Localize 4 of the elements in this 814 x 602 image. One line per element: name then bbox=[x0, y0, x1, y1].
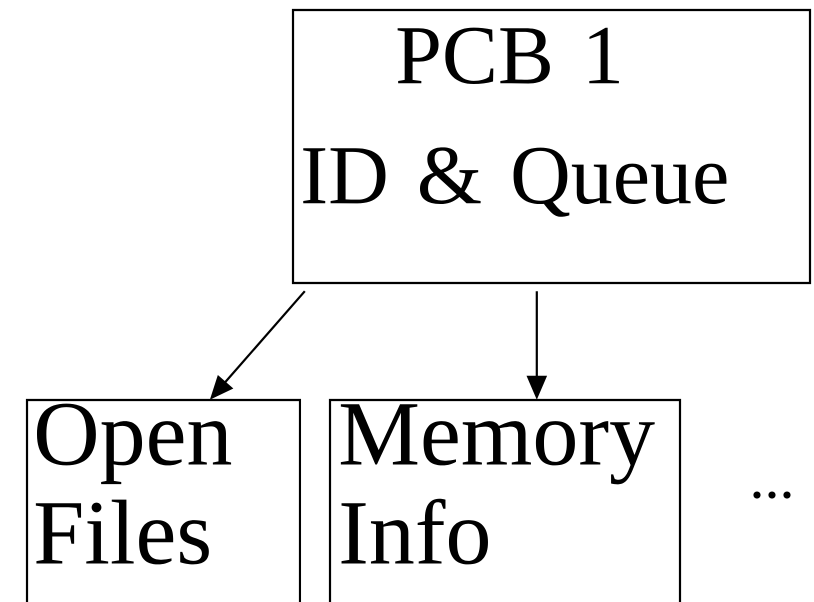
process-box: Open Files bbox=[26, 398, 302, 602]
process-box: PCB 1 ID & Queue bbox=[292, 8, 812, 284]
ellipsis: ... bbox=[753, 491, 791, 499]
process-box: Memory Info bbox=[328, 398, 682, 602]
